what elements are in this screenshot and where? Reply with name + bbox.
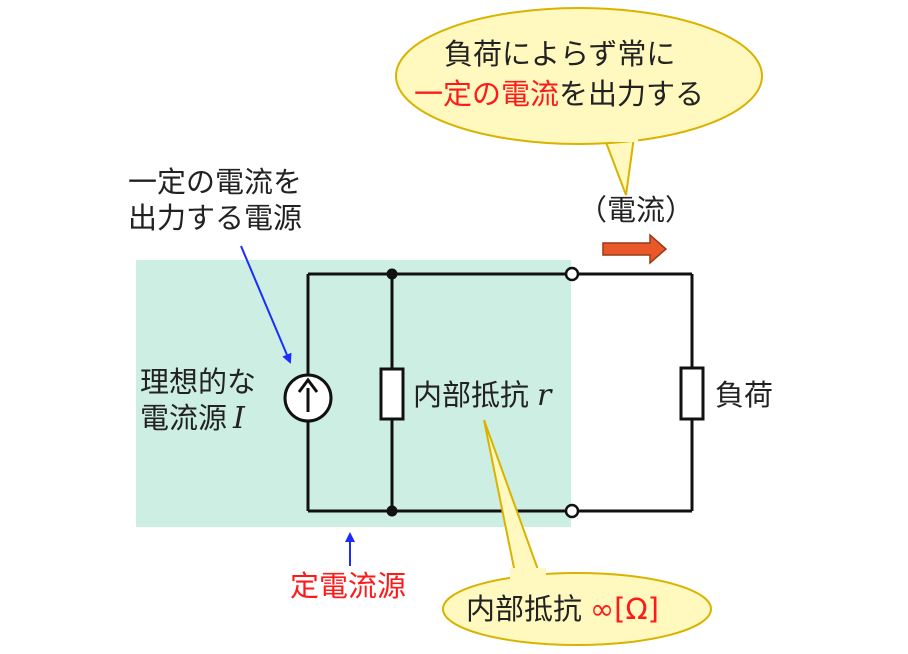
junction-dot-bottom [386,505,398,517]
constant-current-source-label: 定電流源 [290,569,406,603]
bubble-bottom-label: 内部抵抗 [466,592,582,626]
current-symbol-I: I [232,401,246,436]
bubble-bottom-text: 内部抵抗∞[Ω] [466,592,659,626]
bubble-top-line2: 一定の電流を出力する [414,77,704,111]
circuit-wires [306,272,694,513]
source-pointer-arrow [240,245,292,364]
bubble-top-line1: 負荷によらず常に [444,37,675,71]
current-source-symbol [283,373,333,423]
internal-resistance-text: 内部抵抗 [413,378,529,412]
annotation-source-line2: 出力する電源 [128,201,302,235]
speech-bubble-top [395,7,763,196]
bubble-top-rest-text: を出力する [559,77,704,111]
load-label: 負荷 [715,378,773,412]
current-label: （電流） [578,193,694,227]
bubble-bottom-value: ∞[Ω] [590,592,659,626]
load-resistor-symbol [679,366,705,421]
ideal-source-label-text: 電流源 [140,401,227,435]
junction-dot-top [386,268,398,280]
resistance-symbol-r: r [537,378,553,413]
bubble-top-red-text: 一定の電流 [414,77,559,111]
terminal-top [564,266,580,282]
terminal-bottom [564,503,580,519]
speech-bubble-bottom [442,419,712,646]
current-direction-arrow [602,233,668,265]
ideal-source-label-line1: 理想的な [140,365,256,399]
annotation-source-line1: 一定の電流を [128,165,302,199]
internal-resistor-symbol [379,367,405,421]
